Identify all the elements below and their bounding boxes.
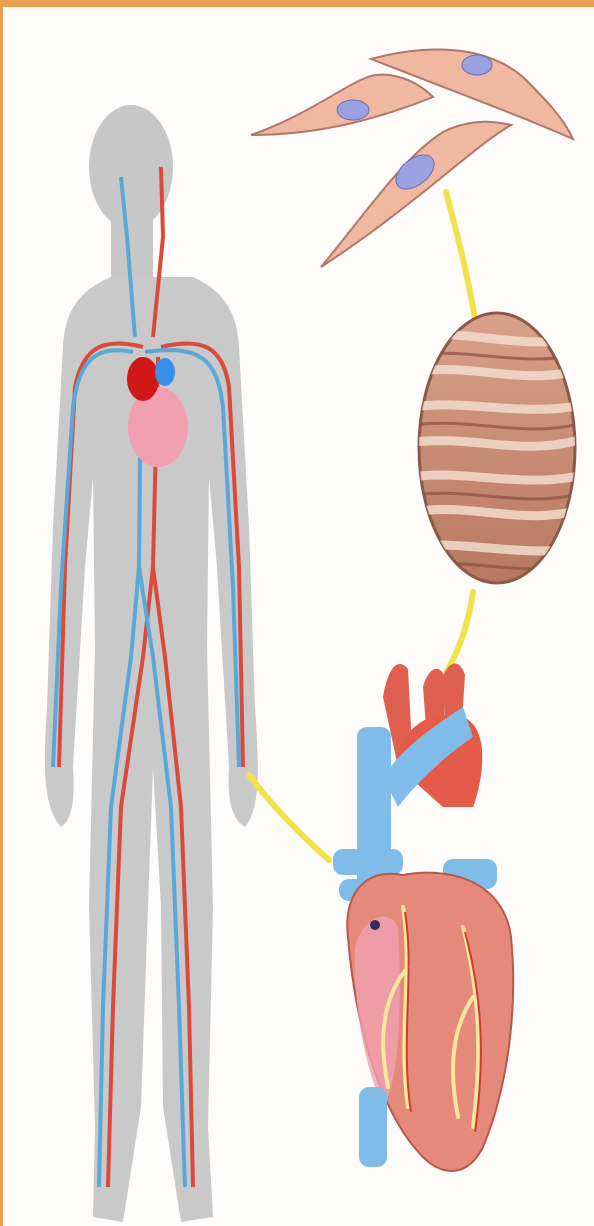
neck-shape bbox=[111, 212, 153, 282]
circulatory-system-diagram bbox=[3, 7, 594, 1226]
muscle-cell bbox=[321, 122, 511, 267]
human-body-figure bbox=[45, 105, 258, 1222]
connector-body-heart bbox=[249, 775, 329, 860]
connector-tissue-heart bbox=[445, 592, 473, 675]
cardiac-tissue-magnified bbox=[413, 313, 583, 583]
anatomical-heart-icon bbox=[333, 663, 513, 1170]
cardiac-cells-group bbox=[251, 49, 573, 267]
cell-nucleus-icon bbox=[337, 100, 369, 120]
cell-nucleus-icon bbox=[462, 55, 492, 75]
connector-cells-tissue bbox=[446, 192, 475, 319]
